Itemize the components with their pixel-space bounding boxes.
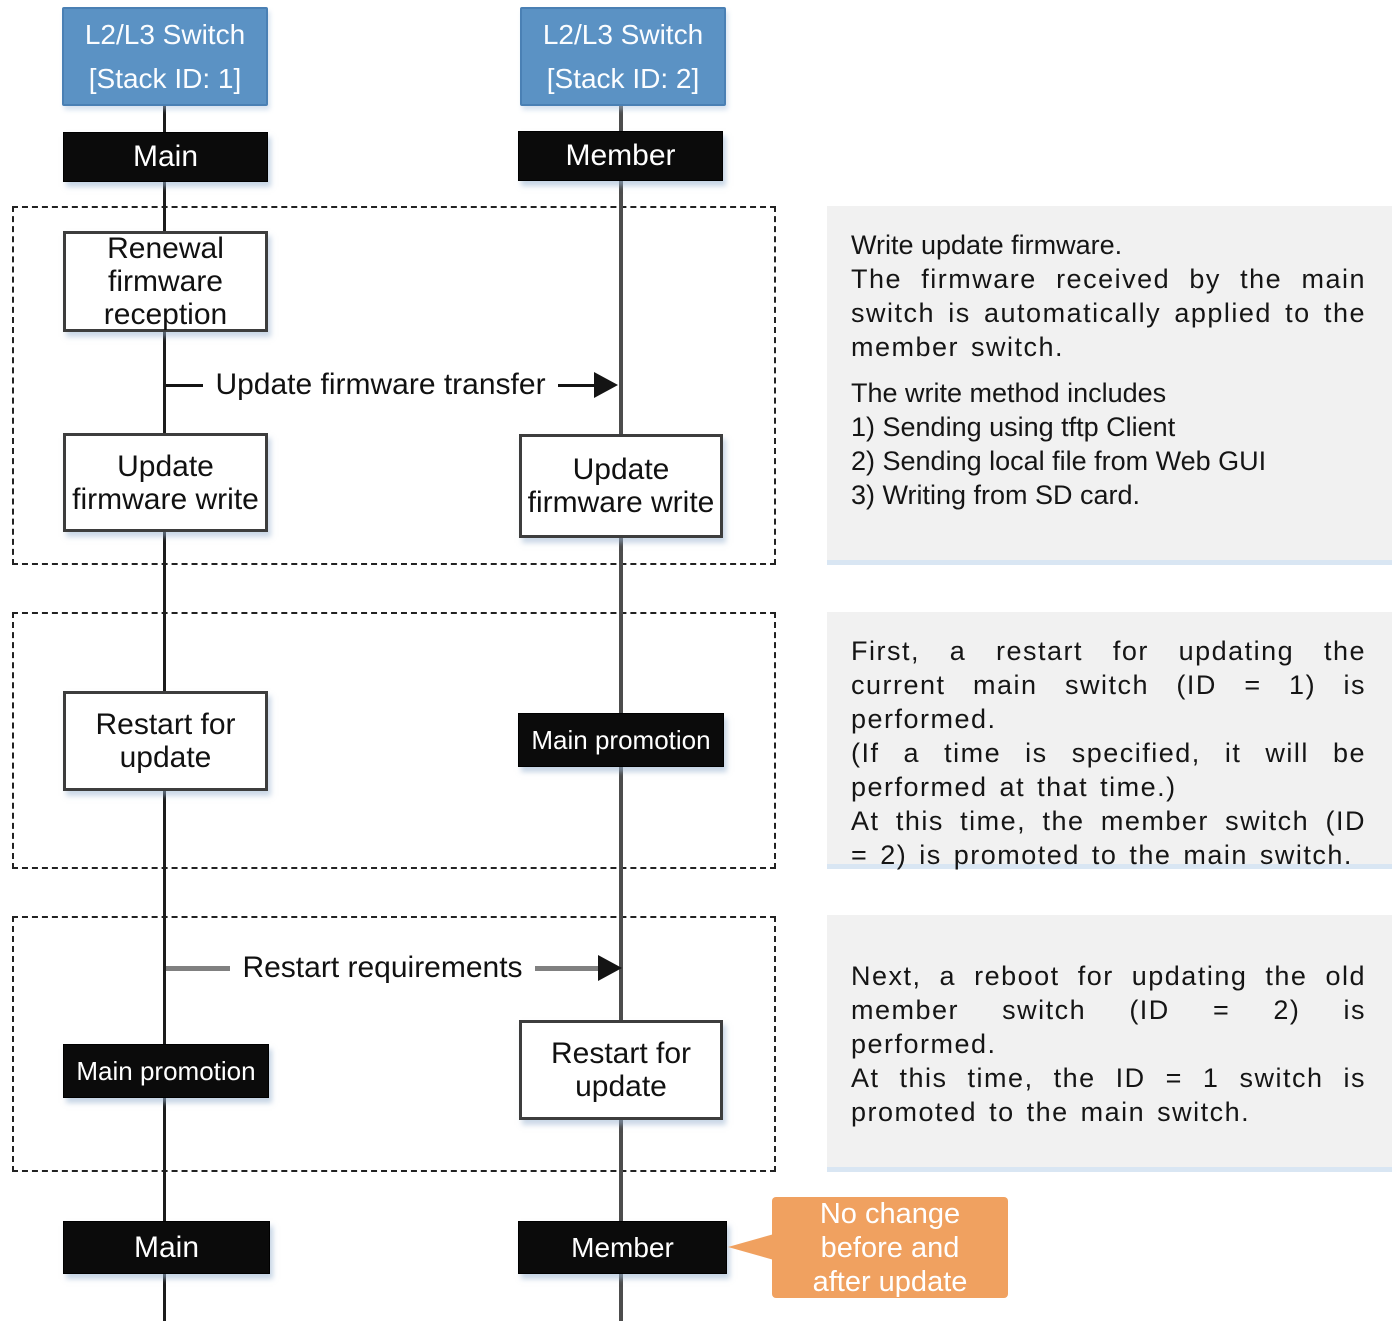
arrow-label: Restart requirements: [242, 951, 523, 984]
note-paragraph: Write update firmware.: [851, 230, 1123, 260]
note-paragraph: The firmware received by the main switch…: [851, 264, 1366, 362]
arrowhead-icon: [594, 372, 618, 398]
note-paragraph: The write method includes 1) Sending usi…: [851, 378, 1267, 510]
arrow-line: [166, 965, 231, 971]
actor-switch-stack1: L2/L3 Switch [Stack ID: 1]: [62, 7, 268, 106]
actor-switch-stack2: L2/L3 Switch [Stack ID: 2]: [520, 7, 726, 106]
no-change-callout: No change before and after update: [772, 1197, 1008, 1298]
restart-for-update-box-left: Restart for update: [63, 691, 268, 791]
phase2-frame: [12, 612, 776, 869]
note-paragraph: Next, a reboot for updating the old memb…: [851, 961, 1366, 1127]
phase3-frame: [12, 916, 776, 1172]
phase2-note: First, a restart for updating the curren…: [827, 612, 1392, 870]
phase1-frame: [12, 206, 776, 565]
note-paragraph: First, a restart for updating the curren…: [851, 636, 1366, 870]
update-firmware-write-box-right: Update firmware write: [519, 434, 723, 538]
phase3-note: Next, a reboot for updating the old memb…: [827, 915, 1392, 1172]
role-badge-main-top: Main: [63, 132, 268, 182]
main-promotion-badge-right: Main promotion: [518, 713, 724, 767]
arrow-line: [166, 383, 204, 387]
restart-for-update-box-right: Restart for update: [519, 1020, 723, 1120]
arrow-line: [534, 965, 600, 971]
arrow-label: Update firmware transfer: [215, 368, 546, 401]
arrow-line: [557, 383, 595, 387]
arrowhead-icon: [598, 955, 623, 981]
main-promotion-badge-left: Main promotion: [63, 1044, 269, 1098]
role-badge-main-bottom: Main: [63, 1221, 270, 1274]
role-badge-member-bottom: Member: [518, 1221, 727, 1274]
renewal-firmware-reception-box: Renewal firmware reception: [63, 231, 268, 332]
update-firmware-transfer-arrow: Update firmware transfer: [166, 368, 618, 401]
update-firmware-write-box-left: Update firmware write: [63, 433, 268, 532]
role-badge-member-top: Member: [518, 131, 723, 181]
phase1-note: Write update firmware. The firmware rece…: [827, 206, 1392, 565]
restart-requirements-arrow: Restart requirements: [166, 951, 623, 984]
callout-tail-icon: [728, 1234, 774, 1260]
